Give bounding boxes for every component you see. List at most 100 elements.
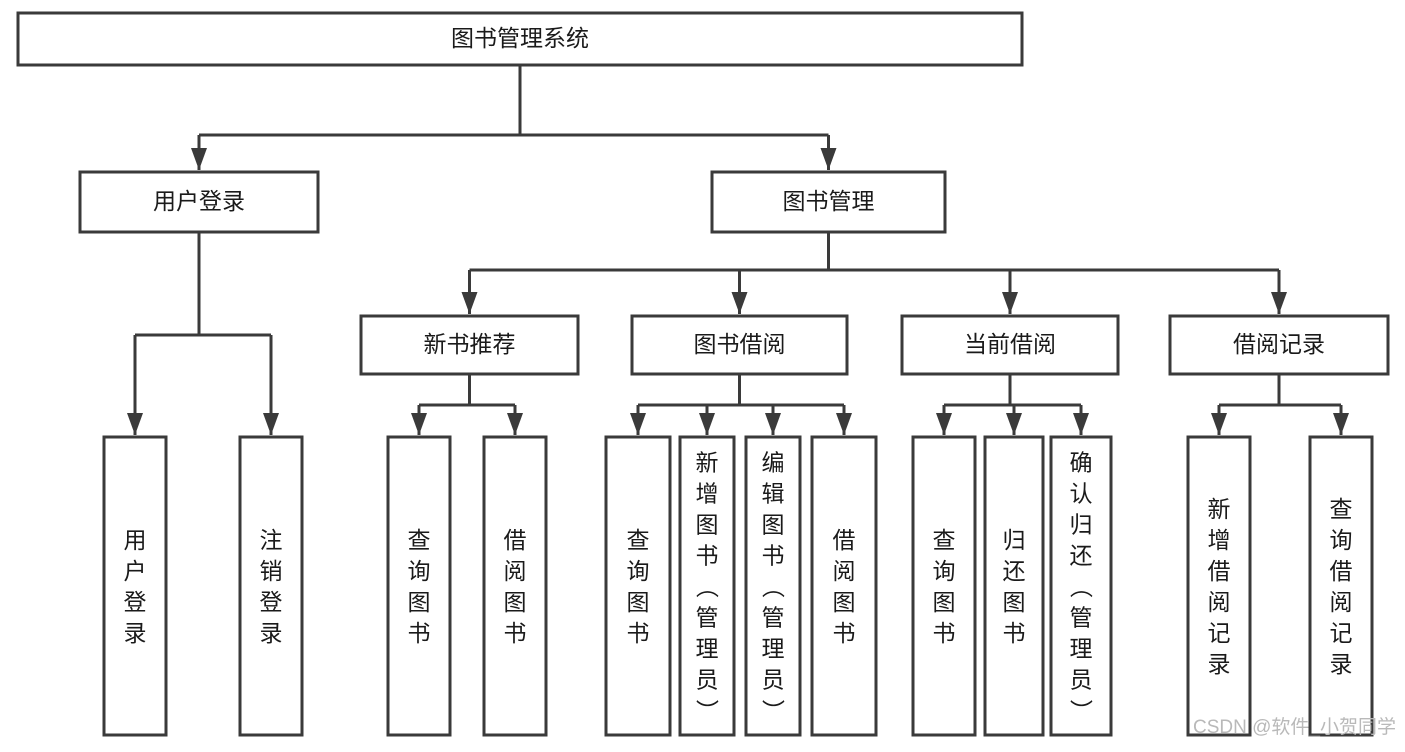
node-label-char: 书 [504, 620, 527, 646]
arrow-head-icon [1211, 413, 1227, 435]
node-label-char: 户 [124, 558, 147, 584]
node-label-char: 员 [762, 667, 785, 693]
node-book-manage-label: 图书管理 [783, 188, 875, 214]
node-label-char: 借 [1208, 558, 1231, 584]
node-label-char: 询 [627, 558, 650, 584]
node-leaf-borrow-book-2-box[interactable] [810, 435, 878, 737]
node-label-char: 认 [1070, 481, 1093, 507]
node-label-char: 图 [1003, 589, 1026, 615]
node-label-char: 增 [1208, 527, 1231, 553]
node-root-box[interactable] [16, 11, 1024, 67]
arrow-head-icon [263, 413, 279, 435]
node-label-char: 阅 [833, 558, 856, 584]
node-label-char: 询 [408, 558, 431, 584]
node-label-char: 员 [1070, 667, 1093, 693]
node-label-char: 图 [627, 589, 650, 615]
node-label-char: 销 [260, 558, 283, 584]
node-label-char: 图 [408, 589, 431, 615]
node-label-char: 新 [696, 450, 719, 476]
node-user-login-label: 用户登录 [153, 188, 245, 214]
node-label-char: 书 [833, 620, 856, 646]
node-leaf-user-login-label: 用户登录 [124, 527, 147, 646]
node-leaf-query-book-1-box[interactable] [386, 435, 452, 737]
node-label-char: 阅 [1208, 589, 1231, 615]
node-label-char: 辑 [762, 481, 785, 507]
node-label-char: （ [694, 575, 720, 598]
node-label-char: 注 [260, 527, 283, 553]
node-layer: 图书管理系统用户登录图书管理新书推荐图书借阅当前借阅借阅记录用户登录注销登录查询… [16, 11, 1390, 737]
node-leaf-edit-book-box[interactable] [744, 435, 802, 737]
arrow-head-icon [191, 148, 207, 170]
node-label-char: 录 [260, 620, 283, 646]
node-leaf-user-login-box[interactable] [102, 435, 168, 737]
node-leaf-confirm-return-box[interactable] [1049, 435, 1113, 737]
node-label-char: 录 [1208, 651, 1231, 677]
node-label-char: 书 [627, 620, 650, 646]
arrow-head-icon [1002, 292, 1018, 314]
arrow-head-icon [127, 413, 143, 435]
node-leaf-user-logout-box[interactable] [238, 435, 304, 737]
node-leaf-query-record-box[interactable] [1308, 435, 1374, 737]
node-label-char: 增 [696, 481, 719, 507]
arrow-head-icon [507, 413, 523, 435]
node-label-char: 登 [260, 589, 283, 615]
node-user-login-box[interactable] [78, 170, 320, 234]
node-label-char: 图 [933, 589, 956, 615]
watermark-label: CSDN @软件_小贺同学 [1193, 716, 1396, 738]
node-label-char: 归 [1070, 512, 1093, 538]
node-label-char: 登 [124, 589, 147, 615]
node-leaf-borrow-book-1-box[interactable] [482, 435, 548, 737]
node-label-char: ） [760, 699, 786, 722]
arrow-head-icon [936, 413, 952, 435]
node-label-char: 记 [1208, 620, 1231, 646]
node-label-char: 查 [1330, 496, 1353, 522]
node-new-book-recommend-box[interactable] [359, 314, 580, 376]
node-label-char: 借 [1330, 558, 1353, 584]
node-borrow-record-box[interactable] [1168, 314, 1390, 376]
node-leaf-add-book-box[interactable] [678, 435, 736, 737]
node-current-borrow-box[interactable] [900, 314, 1120, 376]
node-label-char: 书 [696, 543, 719, 569]
node-label-char: 用 [124, 527, 147, 553]
node-leaf-add-record-box[interactable] [1186, 435, 1252, 737]
node-book-borrow-box[interactable] [630, 314, 849, 376]
arrow-head-icon [1073, 413, 1089, 435]
node-label-char: 理 [696, 636, 719, 662]
node-label-char: 阅 [504, 558, 527, 584]
arrow-head-icon [765, 413, 781, 435]
node-label-char: 查 [627, 527, 650, 553]
node-new-book-recommend-label: 新书推荐 [424, 331, 516, 357]
node-label-char: 录 [1330, 651, 1353, 677]
node-label-char: 归 [1003, 527, 1026, 553]
node-label-char: 图 [833, 589, 856, 615]
node-label-char: 还 [1070, 543, 1093, 569]
node-book-manage-box[interactable] [710, 170, 947, 234]
node-leaf-query-book-2-box[interactable] [604, 435, 672, 737]
node-label-char: 借 [833, 527, 856, 553]
node-label-char: 录 [124, 620, 147, 646]
arrow-head-icon [630, 413, 646, 435]
node-label-char: （ [1068, 575, 1094, 598]
node-root-label: 图书管理系统 [451, 25, 589, 51]
node-label-char: ） [1068, 699, 1094, 722]
node-label-char: 阅 [1330, 589, 1353, 615]
node-leaf-return-book-box[interactable] [983, 435, 1045, 737]
node-label-char: 查 [933, 527, 956, 553]
node-label-char: ） [694, 699, 720, 722]
arrow-head-icon [1271, 292, 1287, 314]
arrow-head-icon [731, 292, 748, 314]
arrow-head-icon [1006, 413, 1022, 435]
node-current-borrow-label: 当前借阅 [964, 331, 1056, 357]
node-label-char: 借 [504, 527, 527, 553]
node-leaf-query-book-3-box[interactable] [911, 435, 977, 737]
